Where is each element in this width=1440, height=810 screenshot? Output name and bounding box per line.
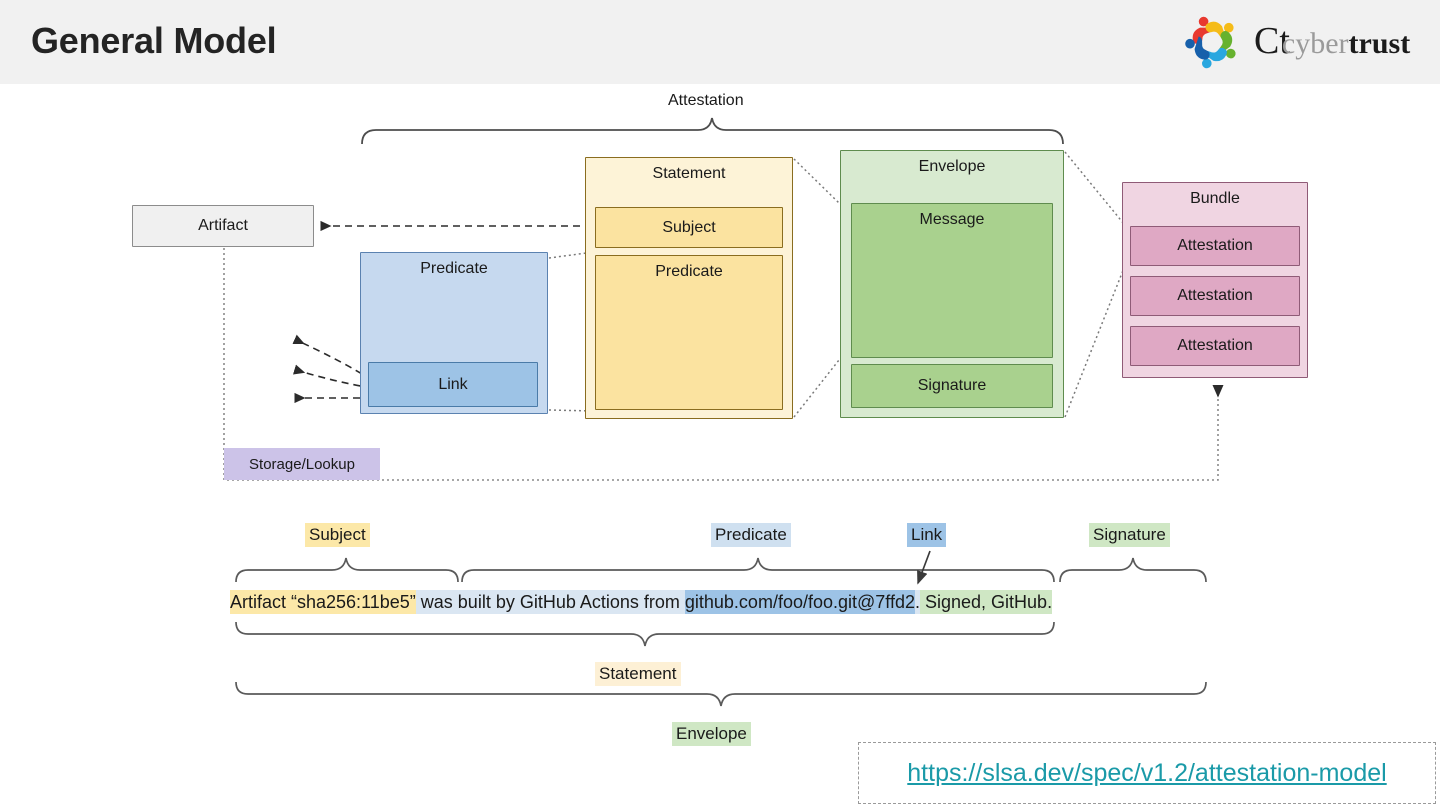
page-title: General Model (31, 20, 277, 61)
storage-lookup-label: Storage/Lookup (249, 455, 355, 473)
example-brace-label-statement: Statement (595, 662, 681, 686)
statement-label: Statement (652, 165, 726, 182)
link-label: Link (438, 375, 468, 393)
statement-predicate-label: Predicate (655, 263, 723, 280)
bundle-attestation-label: Attestation (1177, 237, 1253, 254)
example-label-predicate: Predicate (711, 523, 791, 547)
ct-monogram: Ct (1254, 20, 1290, 62)
example-label-link: Link (907, 523, 947, 547)
subject-box[interactable]: Subject (595, 207, 783, 248)
sentence-link-span: github.com/foo/foo.git@7ffd2 (684, 590, 915, 614)
brand-wordmark: Ct cyber trust (1254, 22, 1410, 66)
sentence-signature-span: Signed, GitHub. (920, 590, 1053, 614)
attestation-brace-label: Attestation (668, 92, 744, 109)
logo-word-trust: trust (1348, 27, 1411, 60)
bundle-attestation-row[interactable]: Attestation (1130, 326, 1300, 366)
predicate-label: Predicate (420, 260, 488, 277)
envelope-label: Envelope (918, 158, 986, 175)
bundle-attestation-row[interactable]: Attestation (1130, 276, 1300, 316)
message-label: Message (919, 211, 985, 228)
bundle-label: Bundle (1190, 190, 1240, 207)
subject-label: Subject (662, 218, 716, 236)
spec-url-link[interactable]: https://slsa.dev/spec/v1.2/attestation-m… (907, 758, 1387, 787)
cybertrust-pinwheel-logo-icon (1185, 16, 1236, 69)
example-label-signature: Signature (1089, 523, 1170, 547)
bundle-attestation-label: Attestation (1177, 337, 1253, 354)
slide-header: General Model (0, 0, 1440, 84)
message-box[interactable]: Message (851, 203, 1053, 358)
logo-word-cyber: cyber (1281, 27, 1349, 60)
sentence-predicate-span: was built by GitHub Actions from (415, 590, 685, 614)
brand-logo: Ct cyber trust (1162, 8, 1432, 76)
sentence-subject-span: Artifact “sha256:11be5” (230, 590, 416, 614)
artifact-box[interactable]: Artifact (132, 205, 314, 247)
signature-label: Signature (917, 377, 987, 394)
storage-lookup-chip[interactable]: Storage/Lookup (224, 448, 380, 480)
example-label-subject: Subject (305, 523, 370, 547)
bundle-attestation-row[interactable]: Attestation (1130, 226, 1300, 266)
example-brace-label-envelope: Envelope (672, 722, 751, 746)
artifact-label: Artifact (198, 217, 248, 234)
link-box[interactable]: Link (368, 362, 538, 407)
statement-predicate-box[interactable]: Predicate (595, 255, 783, 410)
reference-url-box[interactable]: https://slsa.dev/spec/v1.2/attestation-m… (858, 742, 1436, 804)
example-sentence: Artifact “sha256:11be5” was built by Git… (230, 589, 1053, 615)
bundle-attestation-label: Attestation (1177, 287, 1253, 304)
signature-box[interactable]: Signature (851, 364, 1053, 408)
sentence-predicate-tail: . (914, 590, 920, 614)
